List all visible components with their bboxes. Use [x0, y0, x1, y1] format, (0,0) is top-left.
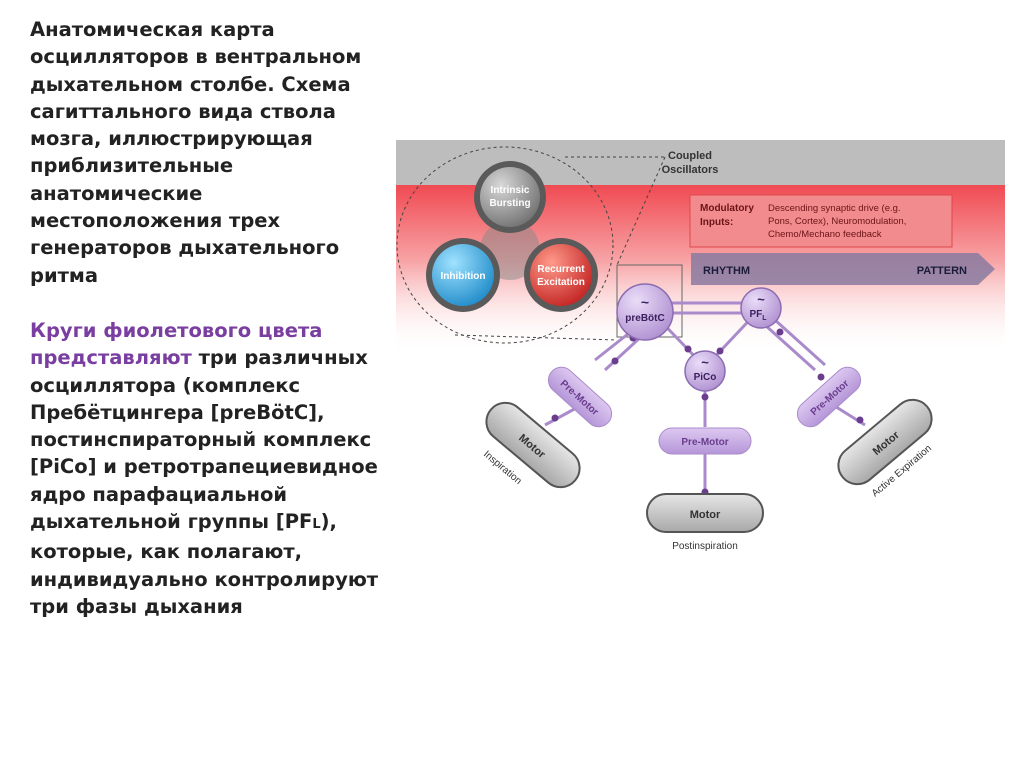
prebotc-label: preBötC — [625, 313, 664, 324]
recurrent-label-1: Recurrent — [537, 264, 585, 275]
svg-text:PFL: PFL — [749, 309, 767, 322]
modulatory-label-1: Modulatory — [700, 203, 754, 214]
recurrent-label-2: Excitation — [537, 277, 585, 288]
bursting-label-1: Intrinsic — [491, 185, 530, 196]
coupled-label-2: Oscillators — [662, 164, 719, 176]
pfl-oscillator — [740, 287, 782, 329]
caption-paragraph: Круги фиолетового цвета представляют три… — [30, 317, 385, 620]
caption-subscript: L — [312, 517, 321, 533]
caption-paragraph-text: три различных осциллятора (комплекс Преб… — [30, 346, 378, 534]
pfl-tilde: ~ — [757, 292, 765, 307]
modulatory-label-2: Inputs: — [700, 217, 733, 228]
modulatory-desc-2: Pons, Cortex), Neuromodulation, — [768, 216, 906, 227]
caption-title: Анатомическая карта осцилляторов в вентр… — [30, 18, 362, 287]
pfl-label: PF — [749, 309, 762, 320]
premotor-postinspiration-label: Pre-Motor — [681, 437, 728, 448]
motor-inspiration: Motor — [485, 401, 581, 489]
premotor-expiration: Pre-Motor — [796, 366, 862, 428]
prebotc-tilde: ~ — [641, 294, 649, 310]
coupled-label-1: Coupled — [668, 150, 712, 162]
modulatory-desc-3: Chemo/Mechano feedback — [768, 229, 882, 240]
modulatory-inputs-box — [689, 194, 953, 248]
inhibition-label: Inhibition — [441, 271, 486, 282]
caption-paragraph-end: ), которые, как полагают, индивидуально … — [30, 510, 379, 618]
caption-block: Анатомическая карта осцилляторов в вентр… — [30, 16, 385, 620]
pico-label: PiCo — [694, 372, 717, 383]
premotor-postinspiration: Pre-Motor — [658, 427, 752, 455]
oscillator-detail-outline — [396, 146, 614, 344]
modulatory-desc-1: Descending synaptic drive (e.g. — [768, 203, 901, 214]
caption-highlight: Круги фиолетового цвета представляют — [30, 318, 323, 370]
rhythm-pattern-arrow — [691, 253, 995, 285]
pico-oscillator — [684, 350, 726, 392]
motor-expiration: Motor — [837, 398, 933, 486]
bursting-label-2: Bursting — [489, 198, 530, 209]
motor-postinspiration: Motor — [646, 493, 764, 533]
respiratory-oscillator-diagram: Coupled Oscillators Modulatory Inputs: D… — [396, 140, 1005, 552]
pfl-subscript: L — [762, 315, 767, 322]
pattern-label: PATTERN — [917, 265, 967, 277]
pico-tilde: ~ — [701, 355, 709, 370]
postinspiration-label: Postinspiration — [672, 541, 738, 552]
motor-postinspiration-label: Motor — [690, 509, 721, 521]
rhythm-label: RHYTHM — [703, 265, 750, 277]
prebotc-oscillator — [616, 283, 674, 341]
